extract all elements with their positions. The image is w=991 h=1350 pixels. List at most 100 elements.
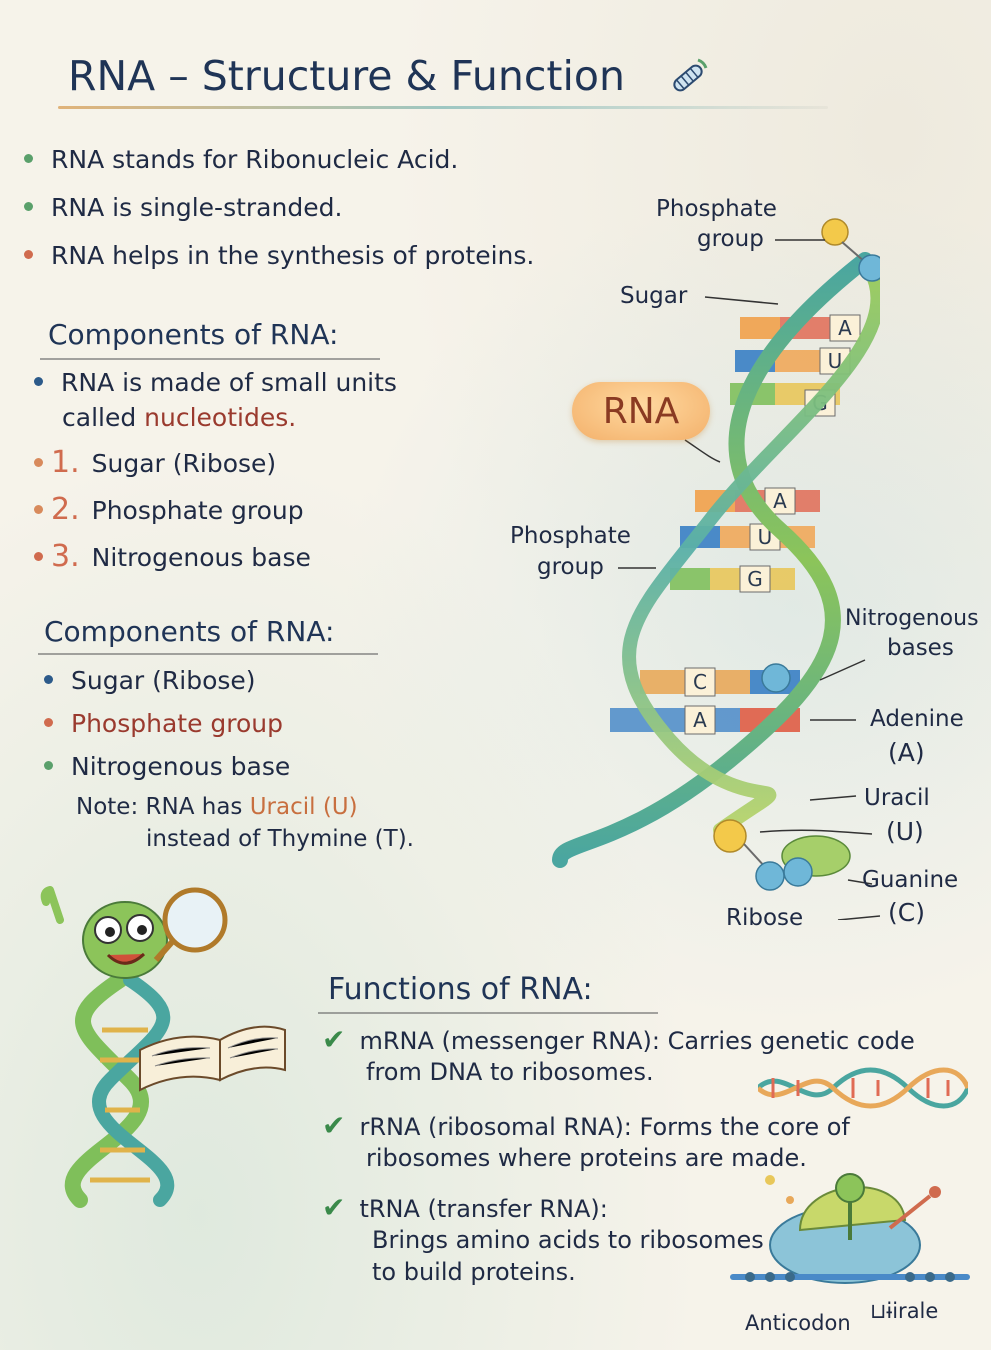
bullet-dot (24, 249, 33, 259)
checkmark-icon: ✔ (322, 1023, 346, 1056)
backbone-strand-a (552, 252, 873, 868)
magnifier-handle (153, 940, 175, 962)
rna-helix-diagram: A U G A U G C A (552, 218, 880, 920)
arrow (684, 439, 721, 463)
dna-icon (673, 58, 708, 92)
function-item-mrna-line2: from DNA to ribosomes. (366, 1058, 654, 1086)
checkmark-icon: ✔ (322, 1191, 346, 1224)
sugar-ball (783, 857, 813, 887)
label-anticodon: Anticodon (745, 1311, 851, 1335)
trna-molecule (835, 1173, 865, 1203)
component-item-2: 2.Phosphate group (34, 492, 304, 527)
label-phosphate-mid-group: group (537, 554, 604, 580)
component2-item-1: Sugar (Ribose) (44, 666, 256, 695)
arrow (759, 829, 873, 835)
label-adenine-a: (A) (888, 738, 925, 767)
arrow (847, 879, 873, 885)
mascot-strand-a (64, 972, 149, 1208)
heading-underline (318, 1012, 658, 1014)
label-ribosome-other: ⊔ɨirale (870, 1299, 939, 1323)
label-adenine: Adenine (870, 706, 964, 732)
function-item-rrna: ✔rRNA (ribosomal RNA): Forms the core of (322, 1109, 850, 1142)
function-item-trna-line3: to build proteins. (372, 1258, 576, 1286)
backbone-strand-b (622, 263, 880, 837)
label-nitrogenous-bases: bases (887, 635, 954, 661)
sugar-ball (761, 663, 791, 693)
bullet-dot (44, 717, 53, 727)
rna-badge: RNA (572, 382, 710, 440)
title-underline (58, 106, 828, 109)
amino-acid (929, 1186, 941, 1198)
label-uracil-u: (U) (886, 817, 924, 846)
nucleotide-note-line1: RNA is made of small units (34, 368, 397, 397)
label-sugar: Sugar (620, 283, 688, 309)
amino-acid (765, 1175, 775, 1185)
bullet-dot (44, 760, 53, 770)
checkmark-icon: ✔ (322, 1109, 346, 1142)
base-letter: C (693, 670, 707, 694)
label-ribose: Ribose (726, 905, 804, 931)
bullet-dot (34, 376, 43, 386)
phosphate-ball (821, 218, 849, 246)
base-letter: A (773, 489, 787, 513)
mascot-smile (106, 952, 146, 965)
arrow (819, 659, 866, 681)
doodle-strand-b (758, 1067, 968, 1109)
arrow (837, 915, 880, 920)
label-nitrogenous: Nitrogenous (845, 606, 979, 631)
dna-mascot-illustration (40, 886, 286, 1208)
base-letters: A U G A U G C A (684, 314, 861, 735)
open-book-icon (139, 1025, 286, 1092)
label-uracil: Uracil (864, 785, 930, 811)
mascot-pointing-finger (40, 886, 64, 924)
label-guanine: Guanine (862, 867, 959, 893)
mascot-strand-b (92, 973, 175, 1207)
function-item-mrna: ✔mRNA (messenger RNA): Carries genetic c… (322, 1023, 915, 1056)
page-title: RNA – Structure & Function (68, 52, 625, 100)
base-letter: U (828, 349, 843, 373)
bullet-dot (24, 153, 33, 163)
bond-line (841, 241, 866, 263)
base-letter-box (739, 565, 771, 593)
component2-item-2: Phosphate group (44, 709, 283, 738)
base-letter-box (764, 487, 796, 515)
function-item-trna: ✔tRNA (transfer RNA): (322, 1191, 608, 1224)
label-guanine-c: (C) (888, 898, 925, 927)
base-bar (670, 568, 710, 590)
amino-acid (786, 1196, 794, 1204)
bullet-dot (44, 674, 53, 684)
function-item-trna-line2: Brings amino acids to ribosomes (372, 1226, 764, 1254)
nucleotide-note-line2: called nucleotides. (62, 403, 297, 432)
components-heading-2: Components of RNA: (44, 615, 335, 648)
base-letter-box (684, 705, 716, 735)
component-item-3: 3.Nitrogenous base (34, 539, 311, 574)
component-item-1: 1.Sugar (Ribose) (34, 445, 276, 480)
base-letter-box (684, 667, 716, 697)
base-letter-box (829, 314, 861, 342)
dna-doodle (758, 1067, 968, 1109)
bullet-dot (34, 551, 43, 561)
heading-underline (38, 653, 378, 655)
ribosome-illustration (730, 1173, 970, 1284)
intro-item-2: RNA is single-stranded. (24, 193, 342, 222)
heading-underline (40, 358, 380, 360)
bullet-dot (34, 457, 43, 467)
component2-item-3: Nitrogenous base (44, 752, 290, 781)
label-phosphate-mid: Phosphate (510, 523, 631, 549)
components-heading-1: Components of RNA: (48, 318, 339, 351)
base-bar (740, 317, 780, 339)
arrow (809, 795, 857, 801)
base-letter: A (693, 708, 707, 732)
magnifying-glass-icon (162, 887, 228, 953)
bullet-dot (34, 504, 43, 514)
mascot-head (82, 901, 168, 979)
mrna-strand (730, 1272, 970, 1282)
label-phosphate-top: Phosphate (656, 196, 777, 222)
uracil-note-line2: instead of Thymine (T). (146, 826, 414, 852)
base-letter: U (758, 525, 773, 549)
uracil-note: Note: RNA has Uracil (U) (76, 794, 358, 820)
sugar-ball (858, 254, 880, 282)
functions-heading: Functions of RNA: (328, 972, 593, 1007)
doodle-strand-a (758, 1067, 968, 1109)
